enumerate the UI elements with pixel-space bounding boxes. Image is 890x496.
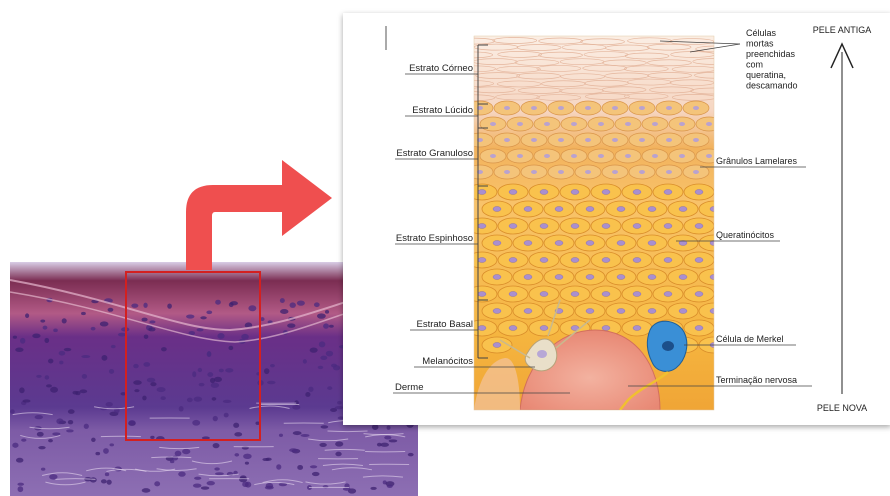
epidermis-illustration	[449, 36, 740, 410]
label-estrato-basal: Estrato Basal	[417, 319, 474, 330]
label-estrato-lucido: Estrato Lúcido	[412, 105, 473, 116]
label-terminacao-nervosa: Terminação nervosa	[716, 375, 797, 385]
label-melanocitos: Melanócitos	[422, 356, 473, 367]
label-estrato-espinhoso: Estrato Espinhoso	[396, 233, 473, 244]
diagram-panel: Estrato Córneo Estrato Lúcido Estrato Gr…	[343, 13, 890, 425]
label-estrato-corneo: Estrato Córneo	[409, 63, 473, 74]
label-granulos-lamelares: Grânulos Lamelares	[716, 156, 798, 166]
label-celula-merkel: Célula de Merkel	[716, 334, 784, 344]
label-queratinocitos: Queratinócitos	[716, 230, 775, 240]
label-estrato-granuloso: Estrato Granuloso	[396, 148, 473, 159]
label-pele-nova: PELE NOVA	[817, 403, 867, 413]
curved-arrow-icon	[186, 160, 332, 270]
label-derme: Derme	[395, 382, 424, 393]
label-pele-antiga: PELE ANTIGA	[813, 25, 872, 35]
